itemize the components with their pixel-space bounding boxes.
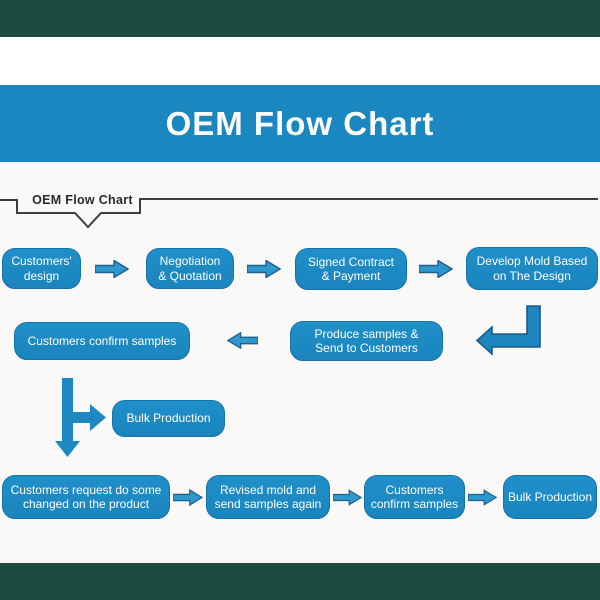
node-request-changes: Customers request do some changed on the… [2,475,170,519]
bottom-frame-bar [0,563,600,600]
node-produce-samples: Produce samples & Send to Customers [290,321,443,361]
top-white-strip [0,37,600,85]
arrow-right-icon [468,489,497,506]
arrow-right-icon [95,260,129,278]
node-signed-contract-payment: Signed Contract & Payment [295,248,407,290]
branch-arrow-down-right-icon [55,378,106,457]
node-customers-confirm-samples: Customers confirm samples [14,322,190,360]
node-bulk-production-end: Bulk Production [503,475,597,519]
section-bracket-line [0,198,598,229]
elbow-arrow-down-left-icon [475,305,541,356]
top-frame-bar [0,0,600,37]
section-label: OEM Flow Chart [32,193,133,207]
node-revised-mold: Revised mold and send samples again [206,475,330,519]
node-customers-confirm-samples-2: Customers confirm samples [364,475,465,519]
arrow-right-icon [247,260,281,278]
arrow-right-icon [419,260,453,278]
node-develop-mold: Develop Mold Based on The Design [466,247,598,290]
arrow-right-icon [333,489,362,506]
node-customers-design: Customers' design [2,248,81,289]
node-bulk-production-mid: Bulk Production [112,400,225,437]
node-negotiation-quotation: Negotiation & Quotation [146,248,234,289]
arrow-left-icon [227,332,258,349]
arrow-right-icon [173,488,203,507]
title-banner: OEM Flow Chart [0,85,600,162]
page-title: OEM Flow Chart [165,104,435,142]
